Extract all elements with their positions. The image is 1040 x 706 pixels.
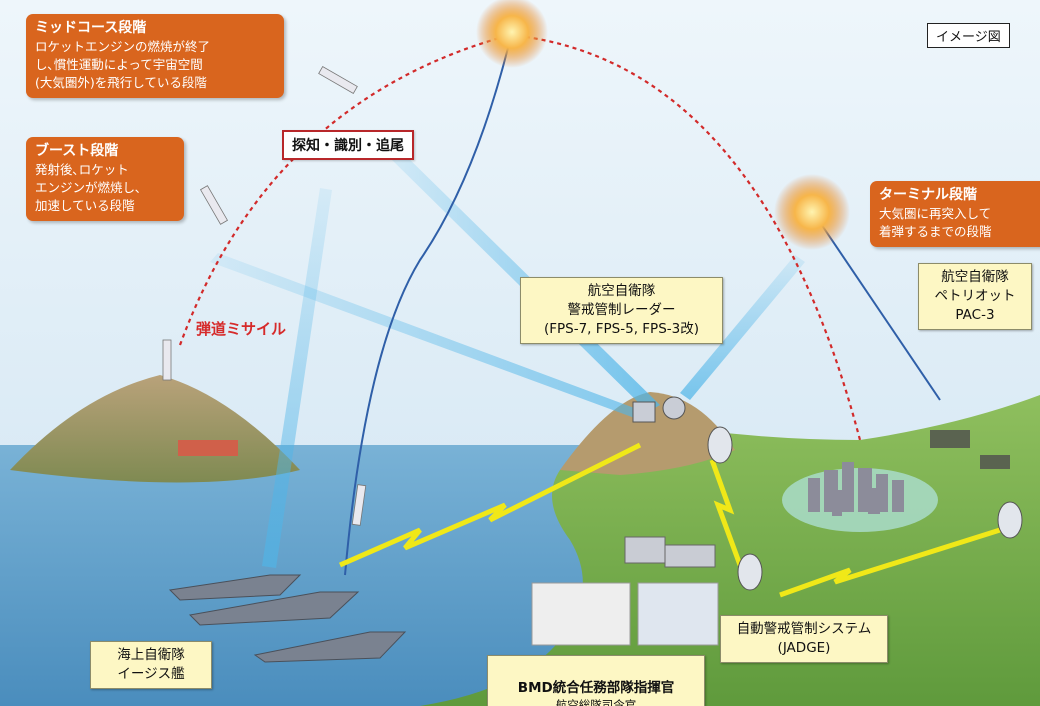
terminal-phase-desc: 大気圏に再突入して 着弾するまでの段階 — [879, 206, 992, 239]
boost-phase-title: ブースト段階 — [35, 143, 119, 159]
boost-phase-box: ブースト段階 発射後､ロケット エンジンが燃焼し､ 加速している段階 — [26, 137, 184, 221]
midcourse-phase-desc: ロケットエンジンの燃焼が終了 し､慣性運動によって宇宙空間 (大気圏外)を飛行し… — [35, 39, 211, 90]
image-tag: イメージ図 — [927, 23, 1010, 48]
radar-label: 航空自衛隊 警戒管制レーダー (FPS-7, FPS-5, FPS-3改) — [520, 277, 723, 344]
bmd-label-sub: 航空総隊司令官 — [555, 698, 637, 706]
terminal-phase-title: ターミナル段階 — [879, 187, 977, 203]
detect-label: 探知・識別・追尾 — [282, 130, 414, 160]
boost-phase-desc: 発射後､ロケット エンジンが燃焼し､ 加速している段階 — [35, 162, 142, 213]
midcourse-phase-title: ミッドコース段階 — [35, 20, 147, 36]
midcourse-phase-box: ミッドコース段階 ロケットエンジンの燃焼が終了 し､慣性運動によって宇宙空間 (… — [26, 14, 284, 98]
missile-label: 弾道ミサイル — [196, 320, 287, 338]
aegis-label: 海上自衛隊 イージス艦 — [90, 641, 212, 689]
patriot-label: 航空自衛隊 ペトリオット PAC-3 — [918, 263, 1032, 330]
bmd-label: BMD統合任務部隊指揮官 航空総隊司令官 — [487, 655, 705, 706]
terminal-phase-box: ターミナル段階 大気圏に再突入して 着弾するまでの段階 — [870, 181, 1040, 247]
jadge-label: 自動警戒管制システム (JADGE) — [720, 615, 888, 663]
bmd-label-title: BMD統合任務部隊指揮官 — [517, 680, 675, 696]
